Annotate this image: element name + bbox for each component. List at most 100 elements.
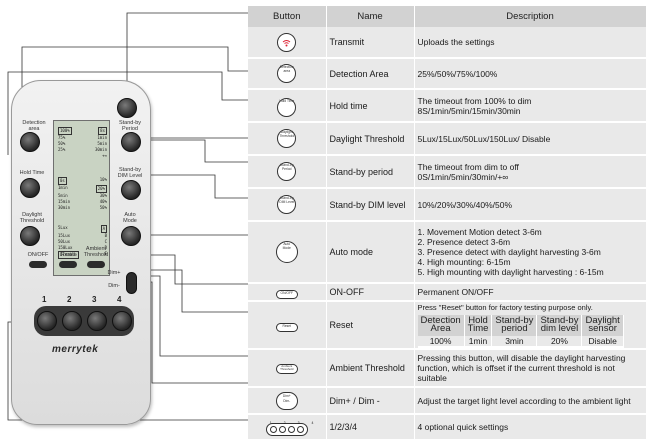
table-row: Reset Reset Press "Reset" button for fac… [248,301,647,350]
reset-note: Press "Reset" button for factory testing… [417,302,593,312]
defaults-value: 1min [464,335,493,348]
row-description: Uploads the settings [414,27,647,59]
remote-quick-number: 4 [117,295,122,304]
remote-label-reset: Reset [60,252,76,258]
defaults-value: Disable [581,335,624,348]
table-row: Auto Mode Auto mode 1. Movement Motion d… [248,221,647,284]
row-description: Pressing this button, will disable the d… [414,349,647,388]
on-off-button-icon: ON/OFF [275,289,298,299]
remote-quick-number: 3 [92,295,97,304]
defaults-value: 3min [491,335,538,348]
remote-label-daylight-threshold: Daylight Threshold [19,212,45,224]
defaults-value: 20% [536,335,583,348]
row-description: The timeout from 100% to dim 8S/1min/5mi… [414,89,647,123]
remote-quick-button-1 [37,311,57,331]
auto-mode-button-icon: Auto Mode [275,241,298,263]
remote-dim-rocker [126,272,137,294]
row-name: Detection Area [326,58,415,90]
remote-quick-button-2 [62,311,82,331]
remote-label-hold-time: Hold Time [19,170,45,176]
row-name: Stand-by period [326,155,415,189]
remote-label-on-off: ON/OFF [27,252,49,258]
defaults-value: 100% [417,335,465,348]
header-name: Name [326,6,415,27]
remote-stand-by-dim-level-button [121,180,141,200]
remote-illustration: Detection area Stand-by Period Hold Time… [0,0,248,443]
table-row: Daylight Threshold Daylight Threshold 5L… [248,122,647,156]
table-row: Stand-by DIM Level Stand-by DIM level 10… [248,188,647,222]
defaults-header: Stand-by period [491,314,538,336]
defaults-header: Stand-by dim level [536,314,583,336]
table-row: Dim+ Dim- Dim+ / Dim - Adjust the target… [248,387,647,415]
stand-by-dim-level-button-icon: Stand-by DIM Level [277,195,297,214]
table-row: Ambient Threshold Ambient Threshold Pres… [248,349,647,388]
row-description: 25%/50%/75%/100% [414,58,647,90]
row-description: Adjust the target light level according … [414,387,647,415]
list-item: 1. Movement Motion detect 3-6m [417,227,542,237]
defaults-header: Hold Time [464,314,493,336]
row-name: Reset [326,301,415,350]
table-row: ON/OFF ON-OFF Permanent ON/OFF [248,283,647,302]
row-name: Daylight Threshold [326,122,415,156]
remote-reset-button [59,261,77,268]
remote-label-stand-by-dim-level: Stand-by DIM Level [117,167,143,179]
daylight-threshold-button-icon: Daylight Threshold [277,129,297,148]
list-item: 3. Presence detect with daylight harvest… [417,247,601,257]
defaults-header: Detection Area [417,314,465,336]
remote-label-dim-plus: Dim+ [107,270,121,276]
hold-time-button-icon: Hold Time [277,98,297,117]
remote-label-ambient-threshold: Ambient Threshold [83,246,109,258]
row-description: 10%/20%/30%/40%/50% [414,188,647,222]
dim-plus-minus-button-icon: Dim+ Dim- [275,391,298,410]
list-item: 4. High mounting: 6-15m [417,257,511,267]
row-name: Auto mode [326,221,415,284]
remote-label-stand-by-period: Stand-by Period [118,120,141,132]
row-name: Dim+ / Dim - [326,387,415,415]
remote-auto-mode-button [121,226,141,246]
row-name: Stand-by DIM level [326,188,415,222]
remote-hold-time-button [20,178,40,198]
remote-quick-number: 2 [67,295,72,304]
row-name: Ambient Threshold [326,349,415,388]
table-row: Hold Time Hold time The timeout from 100… [248,89,647,123]
brand-logo: merrytek [52,344,99,355]
table-row: Transmit Uploads the settings [248,27,647,59]
reset-button-icon: Reset [275,322,298,332]
table-header-row: Button Name Description [248,6,647,27]
remote-on-off-button [29,261,47,268]
button-spec-table: Button Name Description Transmit Uploads… [248,6,647,441]
remote-daylight-threshold-button [20,226,40,246]
auto-mode-list: 1. Movement Motion detect 3-6m 2. Presen… [418,227,643,277]
remote-stand-by-period-button [121,132,141,152]
factory-defaults-table: Detection Area Hold Time Stand-by period… [417,314,624,348]
detection-area-button-icon: Detection area [277,64,297,83]
row-description: 4 optional quick settings [414,414,647,441]
remote-transmit-button [117,98,137,118]
row-description: Permanent ON/OFF [414,283,647,302]
row-name: Hold time [326,89,415,123]
remote-label-auto-mode: Auto Mode [123,212,137,224]
table-row: Detection area Detection Area 25%/50%/75… [248,58,647,90]
remote-quick-button-4 [112,311,132,331]
list-item: 2. Presence detect 3-6m [417,237,511,247]
remote-quick-number: 1 [42,295,47,304]
row-name: 1/2/3/4 [326,414,415,441]
table-row: Stand-by Period Stand-by period The time… [248,155,647,189]
row-description: 5Lux/15Lux/50Lux/150Lux/ Disable [414,122,647,156]
remote-label-dim-minus: Dim- [108,283,120,289]
defaults-header: Daylight sensor [581,314,624,336]
remote-detection-area-button [20,132,40,152]
remote-quick-button-3 [87,311,107,331]
remote-ambient-threshold-button [87,261,105,268]
transmit-icon [277,32,297,52]
remote-label-detection-area: Detection area [22,120,46,132]
stand-by-period-button-icon: Stand-by Period [277,162,297,181]
row-name: ON-OFF [326,283,415,302]
table-row: 1 2 3 4 1/2/3/4 4 optional quick setting… [248,414,647,441]
quick-settings-buttons-icon: 1 2 3 4 [265,421,313,436]
list-item: 5. High mounting with daylight harvestin… [417,267,604,277]
ambient-threshold-button-icon: Ambient Threshold [275,364,298,374]
header-description: Description [414,6,647,27]
header-button: Button [248,6,327,27]
